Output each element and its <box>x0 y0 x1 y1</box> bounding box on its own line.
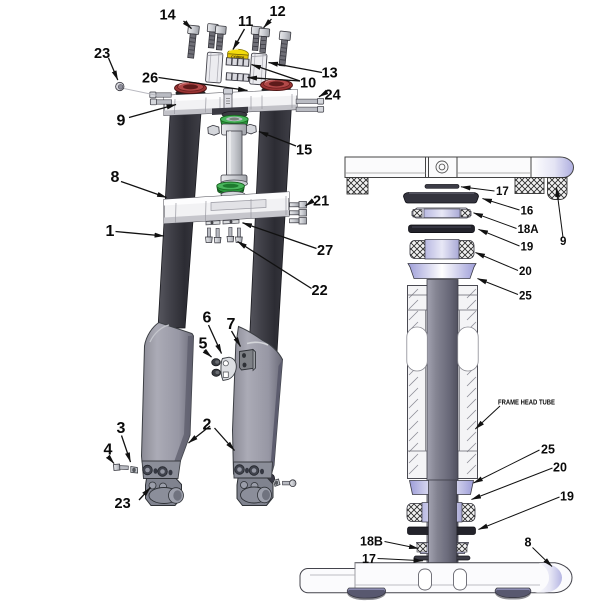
svg-text:9: 9 <box>117 113 126 130</box>
svg-text:9: 9 <box>560 236 566 248</box>
svg-text:15: 15 <box>296 143 312 159</box>
svg-text:25: 25 <box>519 291 532 303</box>
svg-text:10: 10 <box>300 76 316 92</box>
svg-text:8: 8 <box>525 536 532 550</box>
svg-text:18B: 18B <box>360 535 383 549</box>
svg-text:26: 26 <box>142 71 158 87</box>
svg-text:5: 5 <box>199 336 208 353</box>
svg-text:19: 19 <box>560 490 574 504</box>
svg-text:13: 13 <box>322 66 338 82</box>
svg-text:6: 6 <box>203 310 212 327</box>
svg-text:8: 8 <box>111 169 120 186</box>
svg-text:3: 3 <box>117 420 126 437</box>
svg-text:16: 16 <box>521 206 534 218</box>
svg-text:23: 23 <box>94 46 110 62</box>
svg-text:12: 12 <box>270 4 286 20</box>
svg-text:17: 17 <box>362 552 376 566</box>
svg-text:1: 1 <box>106 223 115 240</box>
svg-text:2: 2 <box>203 417 212 434</box>
svg-text:14: 14 <box>160 8 176 24</box>
svg-text:4: 4 <box>104 442 113 459</box>
svg-text:22: 22 <box>312 283 328 299</box>
svg-text:21: 21 <box>313 194 329 210</box>
svg-text:27: 27 <box>317 243 333 259</box>
svg-text:COBRA: COBRA <box>231 55 245 60</box>
svg-text:24: 24 <box>325 88 341 104</box>
svg-text:23: 23 <box>115 496 131 512</box>
svg-text:11: 11 <box>238 14 253 30</box>
svg-text:20: 20 <box>553 461 567 475</box>
svg-text:18A: 18A <box>518 224 539 236</box>
svg-text:7: 7 <box>227 316 236 333</box>
svg-text:25: 25 <box>541 443 555 457</box>
svg-text:FRAME HEAD TUBE: FRAME HEAD TUBE <box>498 400 555 407</box>
svg-text:19: 19 <box>521 242 534 254</box>
svg-text:20: 20 <box>519 266 532 278</box>
svg-text:17: 17 <box>496 186 509 198</box>
